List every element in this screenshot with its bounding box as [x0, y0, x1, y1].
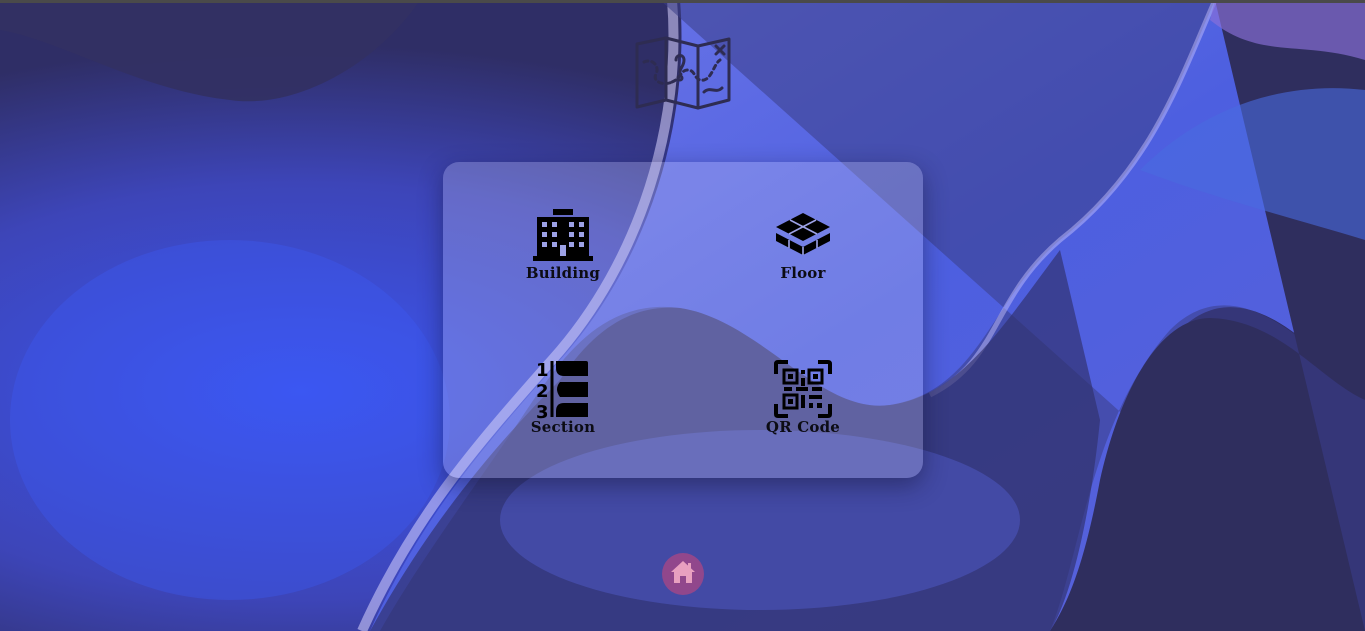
navigation-menu-panel: Building Floor 1 2 3 Section — [443, 162, 923, 478]
menu-item-building[interactable]: Building — [493, 204, 633, 314]
numbered-sections-icon: 1 2 3 — [532, 358, 594, 420]
layers-icon — [772, 204, 834, 266]
window-top-border — [0, 0, 1365, 3]
menu-item-label: Building — [525, 264, 601, 282]
building-icon — [532, 204, 594, 266]
menu-item-section[interactable]: 1 2 3 Section — [493, 358, 633, 468]
menu-item-label: Section — [530, 418, 596, 436]
menu-item-qr-code[interactable]: QR Code — [733, 358, 873, 468]
svg-text:3: 3 — [536, 402, 549, 419]
qr-code-icon — [772, 358, 834, 420]
home-icon — [670, 560, 696, 588]
folded-map-icon — [632, 34, 734, 112]
menu-item-label: Floor — [780, 264, 826, 282]
menu-item-label: QR Code — [765, 418, 841, 436]
svg-text:2: 2 — [536, 381, 549, 402]
svg-text:1: 1 — [536, 360, 549, 381]
home-button[interactable] — [662, 553, 704, 595]
menu-item-floor[interactable]: Floor — [733, 204, 873, 314]
